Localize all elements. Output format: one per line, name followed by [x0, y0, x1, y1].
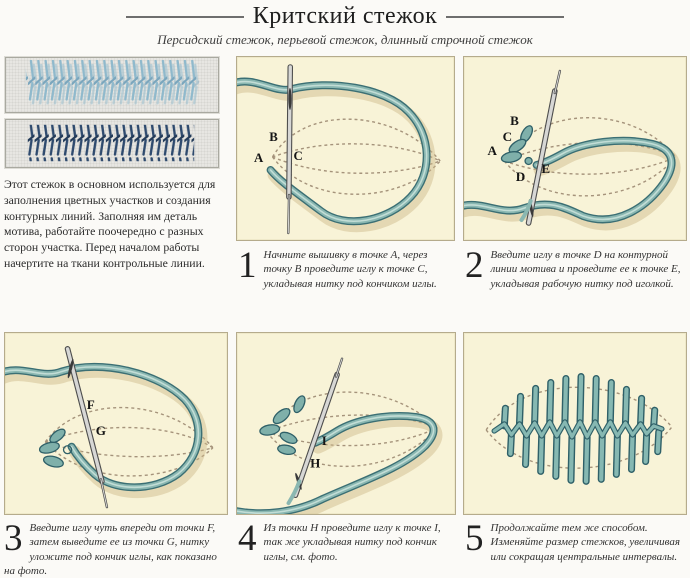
leaf-outline: [266, 391, 438, 468]
needle: [64, 346, 109, 509]
title-rule-right: [446, 15, 565, 18]
formed-stitch-petals: [38, 428, 73, 468]
caption-text: Введите иглу чуть впереди от точки F, за…: [4, 522, 217, 577]
point-label-D: D: [516, 169, 525, 184]
caption-text: Начните вышивку в точке A, через точку B…: [263, 249, 437, 290]
cretan-stitch-pattern-dark: [27, 124, 195, 162]
point-label-C: C: [294, 148, 303, 163]
point-label-G: G: [96, 423, 106, 438]
step-number: 2: [465, 245, 484, 286]
thread-through-eye: [286, 479, 302, 506]
formed-stitch-petals: [259, 395, 306, 456]
step-1-illustration: B A C: [236, 56, 455, 241]
page-header: Критский стежок Персидский стежок, перье…: [0, 3, 690, 48]
point-label-C: C: [503, 129, 512, 144]
step-number: 3: [4, 518, 23, 559]
step-number: 5: [465, 518, 484, 559]
point-label-B: B: [510, 113, 519, 128]
step-number: 4: [238, 518, 257, 559]
caption-text: Введите иглу в точке D на контурной лини…: [490, 249, 681, 290]
step-2-illustration: B C A D E: [463, 56, 687, 241]
page-subtitle: Персидский стежок, перьевой стежок, длин…: [157, 32, 533, 47]
point-label-E: E: [541, 161, 550, 176]
needle: [286, 64, 294, 235]
caption-text: Продолжайте тем же способом. Изменяйте р…: [490, 522, 680, 563]
stitch-sample-photo-dark: [5, 119, 219, 168]
thread: [237, 77, 436, 233]
needle: [519, 69, 562, 226]
finished-cretan-stitches: [491, 373, 665, 485]
point-label-I: I: [322, 434, 327, 448]
needle-eye: [67, 359, 74, 379]
point-label-F: F: [87, 397, 95, 412]
step-5-illustration: [463, 332, 687, 515]
point-label-B: B: [269, 129, 278, 144]
needle: [286, 357, 344, 506]
point-label-H: H: [310, 457, 320, 471]
point-label-A: A: [488, 143, 498, 158]
needle-eye: [288, 88, 292, 110]
thread: [5, 362, 208, 499]
thread: [237, 411, 443, 514]
point-label-A: A: [254, 150, 264, 165]
caption-text: Из точки H проведите иглу к точке I, так…: [263, 522, 441, 563]
intro-paragraph: Этот стежок в основном используется для …: [4, 177, 216, 270]
step-number: 1: [238, 245, 257, 286]
formed-stitch-petals: [500, 125, 534, 166]
stitch-sample-photo-light: [5, 57, 219, 113]
thread-through-eye: [519, 199, 533, 222]
step-3-illustration: F G: [4, 332, 228, 515]
page-title: Критский стежок: [252, 3, 438, 29]
cretan-stitch-pattern-light: [25, 59, 200, 109]
title-rule-left: [125, 15, 244, 18]
step-4-illustration: I H: [236, 332, 456, 515]
